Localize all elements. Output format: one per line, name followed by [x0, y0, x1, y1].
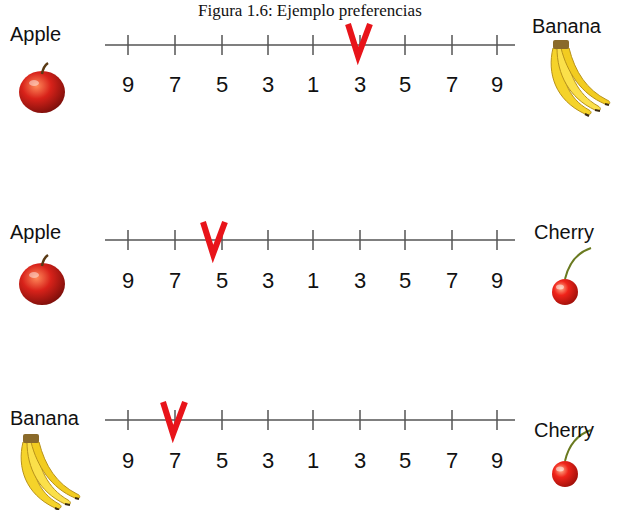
scale-number: 3 [345, 74, 375, 96]
option-label: Apple [10, 24, 61, 44]
scale-number: 5 [207, 270, 237, 292]
scale-number: 3 [345, 270, 375, 292]
scale-number: 9 [482, 270, 512, 292]
scale-number: 9 [113, 270, 143, 292]
scale-number: 1 [298, 74, 328, 96]
scale-number: 7 [437, 450, 467, 472]
option-label: Banana [10, 408, 79, 428]
option-label: Cherry [534, 222, 594, 242]
scale-number: 3 [345, 450, 375, 472]
scale-number: 3 [253, 450, 283, 472]
scale-number: 1 [298, 450, 328, 472]
scale-number: 3 [253, 270, 283, 292]
scale-number: 7 [437, 74, 467, 96]
scale-number: 7 [160, 74, 190, 96]
scale-number: 9 [113, 450, 143, 472]
figure-title: Figura 1.6: Ejemplo preferencias [198, 2, 422, 19]
scale-number: 5 [390, 450, 420, 472]
scale-number: 7 [160, 450, 190, 472]
scale-number: 1 [298, 270, 328, 292]
scale-number: 3 [253, 74, 283, 96]
scale-number: 7 [160, 270, 190, 292]
scale-number: 9 [482, 450, 512, 472]
scale-number: 9 [113, 74, 143, 96]
scale-number: 5 [390, 74, 420, 96]
option-label: Cherry [534, 420, 594, 440]
scale-number: 7 [437, 270, 467, 292]
scale-number: 5 [390, 270, 420, 292]
option-label: Banana [532, 16, 601, 36]
option-label: Apple [10, 222, 61, 242]
scale-number: 5 [207, 450, 237, 472]
scale-number: 9 [482, 74, 512, 96]
scale-number: 5 [207, 74, 237, 96]
